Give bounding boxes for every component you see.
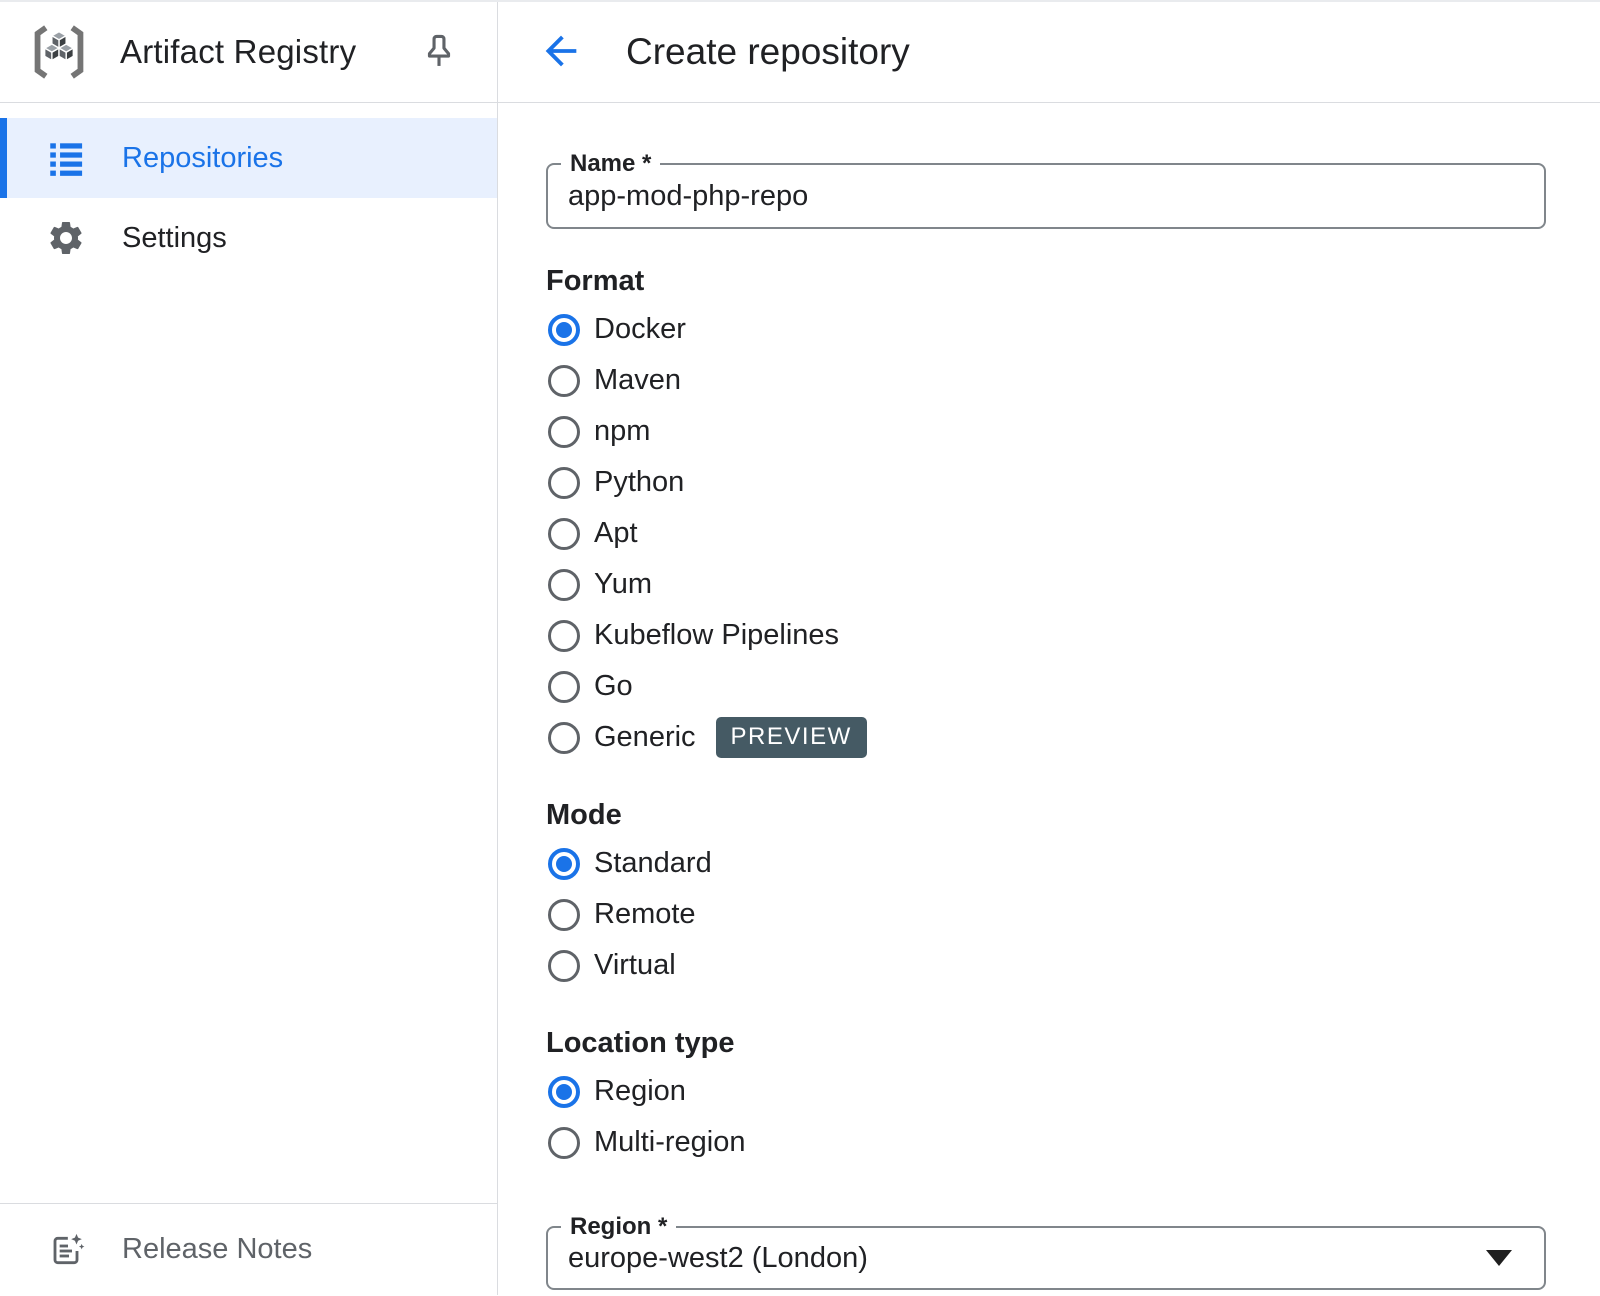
back-button[interactable]	[538, 29, 584, 75]
mode-option-remote[interactable]: Remote	[546, 889, 1600, 940]
radio-icon	[548, 364, 580, 397]
radio-icon	[548, 466, 580, 499]
radio-icon	[548, 619, 580, 652]
name-input[interactable]: app-mod-php-repo	[568, 179, 809, 212]
format-option-kubeflow-pipelines[interactable]: Kubeflow Pipelines	[546, 610, 1600, 661]
release-notes-label: Release Notes	[122, 1233, 313, 1265]
radio-icon	[548, 568, 580, 601]
sidebar-header: Artifact Registry	[0, 2, 497, 103]
format-section: Format Docker Maven npm Python	[546, 265, 1600, 763]
format-option-docker[interactable]: Docker	[546, 304, 1600, 355]
format-option-python[interactable]: Python	[546, 457, 1600, 508]
radio-icon	[548, 1126, 580, 1159]
create-repository-form: Name * app-mod-php-repo Format Docker Ma…	[498, 103, 1600, 1290]
mode-section: Mode Standard Remote Virtual	[546, 799, 1600, 991]
radio-selected-icon	[548, 847, 580, 880]
page-title: Create repository	[626, 31, 910, 72]
artifact-registry-logo-icon	[26, 19, 92, 85]
format-option-apt[interactable]: Apt	[546, 508, 1600, 559]
mode-option-virtual[interactable]: Virtual	[546, 940, 1600, 991]
radio-icon	[548, 721, 580, 754]
caret-down-icon	[1486, 1250, 1512, 1266]
format-option-yum[interactable]: Yum	[546, 559, 1600, 610]
format-option-generic[interactable]: Generic PREVIEW	[546, 712, 1600, 763]
format-option-npm[interactable]: npm	[546, 406, 1600, 457]
radio-icon	[548, 670, 580, 703]
region-field-label: Region *	[561, 1213, 677, 1242]
radio-selected-icon	[548, 313, 580, 346]
sidebar-item-repositories[interactable]: Repositories	[0, 118, 497, 198]
sidebar-item-settings[interactable]: Settings	[0, 198, 497, 278]
sidebar-footer: Release Notes	[0, 1203, 497, 1295]
radio-selected-icon	[548, 1075, 580, 1108]
location-option-region[interactable]: Region	[546, 1066, 1600, 1117]
sidebar-item-label: Repositories	[122, 141, 284, 174]
location-type-section-title: Location type	[546, 1027, 735, 1059]
format-option-maven[interactable]: Maven	[546, 355, 1600, 406]
format-section-title: Format	[546, 265, 645, 297]
radio-icon	[548, 517, 580, 550]
region-select-value: europe-west2 (London)	[568, 1241, 868, 1274]
region-field-wrap: Region * europe-west2 (London)	[546, 1213, 1600, 1290]
pin-icon[interactable]	[417, 30, 461, 74]
sidebar-item-label: Settings	[122, 221, 227, 254]
location-type-section: Location type Region Multi-region	[546, 1027, 1600, 1168]
sidebar: Artifact Registry	[0, 2, 498, 1295]
mode-section-title: Mode	[546, 799, 622, 831]
gear-icon	[44, 216, 88, 260]
page-header: Create repository	[498, 2, 1600, 103]
name-field-label: Name *	[561, 150, 661, 179]
release-notes-link[interactable]: Release Notes	[0, 1204, 497, 1296]
name-field[interactable]: Name * app-mod-php-repo	[546, 150, 1546, 229]
radio-icon	[548, 949, 580, 982]
radio-icon	[548, 898, 580, 931]
radio-icon	[548, 415, 580, 448]
sidebar-nav: Repositories Settings	[0, 118, 497, 278]
release-notes-icon	[44, 1228, 88, 1272]
app-title: Artifact Registry	[120, 33, 357, 70]
format-option-go[interactable]: Go	[546, 661, 1600, 712]
main-panel: Create repository Name * app-mod-php-rep…	[498, 2, 1600, 1295]
preview-badge: PREVIEW	[715, 717, 867, 758]
list-icon	[44, 136, 88, 180]
mode-option-standard[interactable]: Standard	[546, 838, 1600, 889]
region-select[interactable]: Region * europe-west2 (London)	[546, 1213, 1546, 1290]
arrow-left-icon	[538, 28, 584, 77]
location-option-multi-region[interactable]: Multi-region	[546, 1117, 1600, 1168]
